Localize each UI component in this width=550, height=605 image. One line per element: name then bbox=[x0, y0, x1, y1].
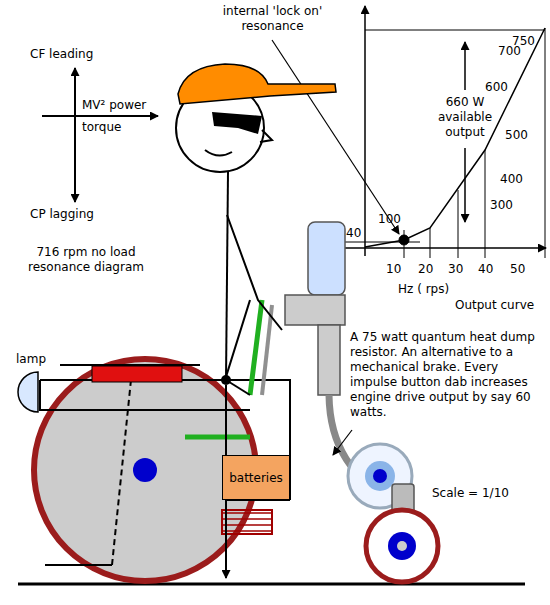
axis-tick: 40 bbox=[478, 262, 502, 277]
note: A 75 watt quantum heat dump resistor. An… bbox=[350, 330, 546, 420]
axis-title: Output curve bbox=[455, 298, 547, 313]
chart-annotation: 660 W available output bbox=[428, 95, 502, 140]
vector-label: CP lagging bbox=[30, 207, 140, 222]
vector-arrows bbox=[42, 68, 158, 202]
footplate bbox=[222, 510, 272, 534]
chair-frame bbox=[40, 300, 290, 500]
scale-note: Scale = 1/10 bbox=[432, 486, 532, 501]
vector-label: MV² power torque bbox=[82, 94, 162, 138]
leader-line bbox=[333, 430, 352, 455]
callout-note: internal 'lock on' resonance bbox=[200, 4, 345, 34]
axis-tick: 20 bbox=[418, 262, 442, 277]
axis-tick: 10 bbox=[386, 262, 410, 277]
lamp-symbol bbox=[18, 372, 38, 412]
box-label: batteries bbox=[229, 471, 283, 485]
part-name: lamp bbox=[16, 352, 66, 367]
battery-box: batteries bbox=[222, 455, 290, 500]
engine-block bbox=[285, 295, 345, 325]
backrest bbox=[250, 300, 262, 395]
output-chart bbox=[345, 6, 546, 258]
axis-tick: 600 bbox=[485, 80, 515, 95]
axis-tick: 50 bbox=[510, 262, 534, 277]
axis-tick: 40 bbox=[346, 226, 366, 241]
hip-joint bbox=[221, 375, 231, 385]
axis-tick: 400 bbox=[500, 172, 530, 187]
seat-cushion bbox=[92, 366, 182, 382]
cap bbox=[178, 64, 336, 104]
backrest bbox=[262, 305, 272, 395]
vector-label: CF leading bbox=[30, 47, 130, 62]
axis-tick: 300 bbox=[490, 198, 520, 213]
sunglasses bbox=[212, 112, 262, 134]
engine-column bbox=[318, 325, 340, 395]
axis-tick: 700 bbox=[498, 44, 528, 59]
caster-wheel bbox=[366, 510, 438, 582]
axis-tick: 100 bbox=[378, 212, 408, 227]
diagram-title: 716 rpm no load resonance diagram bbox=[6, 245, 166, 275]
axis-tick: 30 bbox=[448, 262, 472, 277]
axis-title: Hz ( rps) bbox=[398, 282, 488, 297]
footrest-bar bbox=[185, 435, 250, 440]
leader-line bbox=[272, 40, 399, 234]
rider-figure bbox=[176, 84, 282, 395]
axis-tick: 500 bbox=[505, 128, 535, 143]
water-bottle bbox=[308, 222, 345, 295]
ground-line bbox=[18, 583, 525, 586]
